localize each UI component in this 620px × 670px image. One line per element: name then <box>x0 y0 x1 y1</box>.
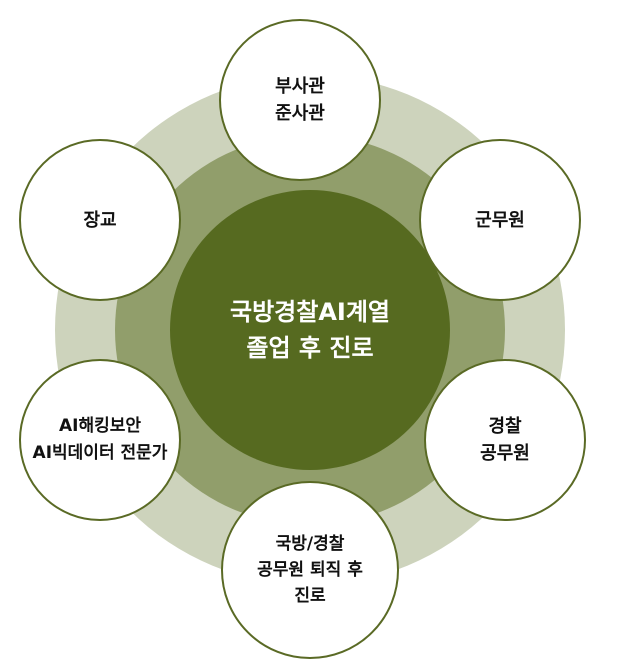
center-circle: 국방경찰AI계열 졸업 후 진로 <box>170 190 450 470</box>
career-node-police: 경찰 공무원 <box>424 359 586 521</box>
career-label: 군무원 <box>475 209 525 231</box>
career-node-officer: 장교 <box>19 139 181 301</box>
career-node-ai-expert: AI해킹보안 AI빅데이터 전문가 <box>19 359 181 521</box>
career-node-nco: 부사관 준사관 <box>219 19 381 181</box>
career-label: 장교 <box>83 209 117 231</box>
career-node-post-retirement: 국방/경찰 공무원 퇴직 후 진로 <box>221 481 399 659</box>
career-label: 국방/경찰 공무원 퇴직 후 진로 <box>257 534 363 606</box>
center-label: 국방경찰AI계열 졸업 후 진로 <box>230 298 390 362</box>
career-label: 부사관 준사관 <box>275 76 325 124</box>
career-node-civilian-military: 군무원 <box>419 139 581 301</box>
career-label: 경찰 공무원 <box>480 416 530 464</box>
career-label: AI해킹보안 AI빅데이터 전문가 <box>32 416 168 463</box>
